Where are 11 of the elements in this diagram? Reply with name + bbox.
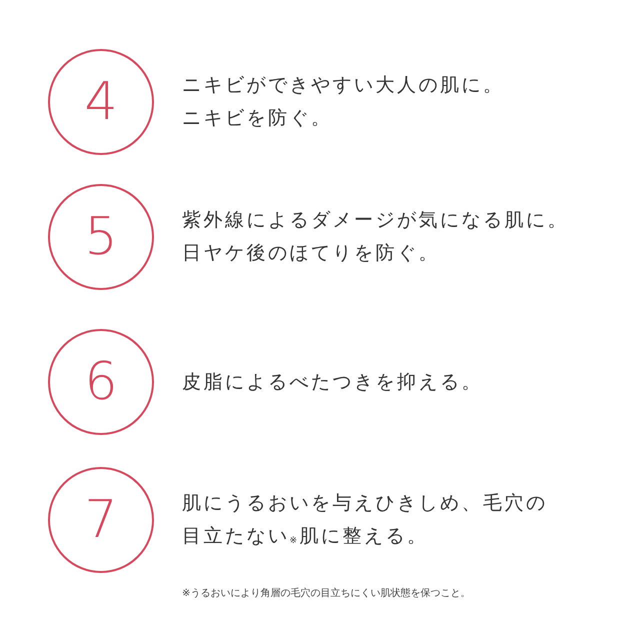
- description-text: 日ヤケ後のほてりを防ぐ。: [182, 241, 440, 266]
- description-text: ニキビを防ぐ。: [182, 106, 332, 131]
- description-text: ニキビができやすい大人の肌に。: [182, 73, 504, 98]
- number-circle: 4: [48, 49, 154, 155]
- footnote: ※うるおいにより角層の毛穴の目立ちにくい肌状態を保つこと。: [182, 586, 470, 600]
- number-circle: 7: [48, 467, 154, 573]
- description-text: 皮脂によるべたつきを抑える。: [182, 370, 483, 394]
- description-text: 紫外線によるダメージが気になる肌に。: [182, 208, 569, 233]
- description-text: 肌にうるおいを与えひきしめ、毛穴の目立たない$_{※}$肌に整える。: [182, 491, 548, 549]
- number-circle: 5: [48, 184, 154, 290]
- number-circle: 6: [48, 329, 154, 435]
